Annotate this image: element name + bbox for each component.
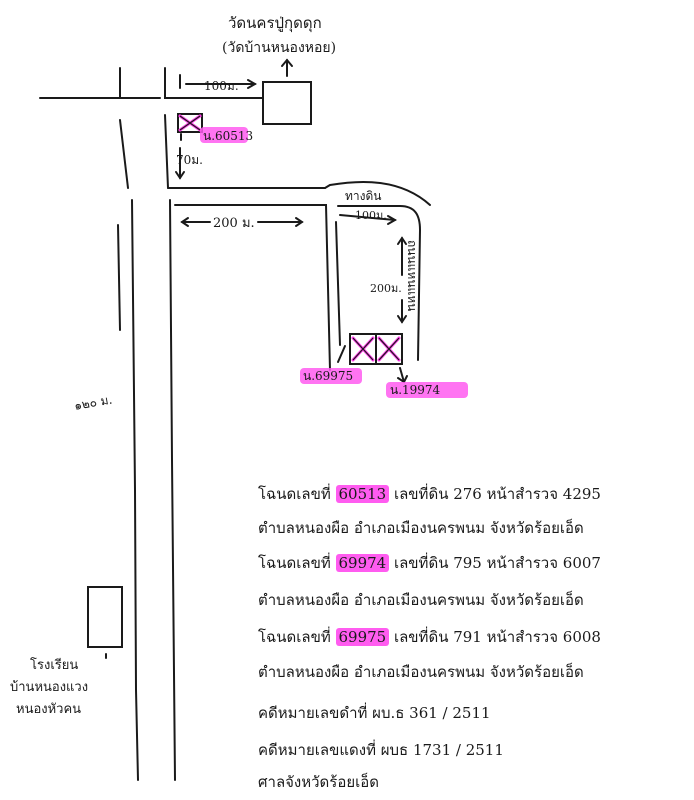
school-name: โรงเรียน บ้านหนองแวง หนองหัวคน: [10, 655, 88, 721]
note-row-6: ตำบลหนองผือ อำเภอเมืองนครพนม จังหวัดร้อย…: [258, 663, 584, 681]
parcel-2-label: น.69975: [303, 369, 353, 383]
note-row-3: โฉนดเลขที่ 69974 เลขที่ดิน 795 หน้าสำรวจ…: [258, 554, 601, 572]
road-edge: [164, 114, 169, 189]
distance-100-right: 100ม.: [355, 209, 387, 222]
note-row-5: โฉนดเลขที่ 69975 เลขที่ดิน 791 หน้าสำรวจ…: [258, 628, 601, 646]
right-road-label: ถนนแหนแหน: [405, 240, 419, 311]
deed-number-69974: 69974: [335, 554, 390, 572]
distance-100-top: 100ม.: [204, 79, 239, 93]
road-edge: [324, 180, 431, 206]
arrow-200v-down-head: [397, 315, 407, 324]
deed-number-60513: 60513: [335, 485, 390, 503]
road-edge: [39, 67, 121, 99]
note-row-1: โฉนดเลขที่ 60513 เลขที่ดิน 276 หน้าสำรวจ…: [258, 485, 601, 503]
arrow-100r: [339, 214, 396, 221]
note-row-9: ศาลจังหวัดร้อยเอ็ด: [258, 773, 380, 791]
main-road-label: ๑๒๐ ม.: [73, 393, 113, 413]
distance-200-vertical: 200ม.: [370, 282, 402, 295]
parcel-1-highlight: [200, 127, 248, 143]
parcel-3-highlight: [386, 382, 468, 398]
note-row-4: ตำบลหนองผือ อำเภอเมืองนครพนม จังหวัดร้อย…: [258, 591, 584, 609]
arrow-200-right-head: [295, 217, 304, 227]
parcel-3-box: [375, 333, 403, 365]
school-building: [87, 586, 123, 648]
arrow-p2: [337, 345, 346, 363]
temple-arrow-head: [281, 58, 293, 67]
temple-name: วัดนครปู่กุดดุก: [228, 14, 322, 33]
arrow-p3: [399, 367, 405, 383]
school-line-3: หนองหัวคน: [16, 702, 82, 717]
road-edge: [337, 205, 422, 361]
parcel-3-label: น.19974: [390, 383, 441, 397]
main-road-left: [131, 199, 139, 781]
note-row-7: คดีหมายเลขดำที่ ผบ.ธ 361 / 2511: [258, 704, 491, 722]
arrow: [247, 79, 258, 89]
road-edge: [119, 119, 129, 189]
school-line-1: โรงเรียน: [30, 658, 79, 673]
arrow-200v-up-head: [397, 236, 407, 245]
parcel-1-box: [177, 113, 203, 133]
road-edge: [117, 224, 121, 331]
road-edge: [174, 204, 331, 371]
road-edge: [335, 221, 341, 346]
main-road-right: [169, 199, 176, 781]
dirt-road-label: ทางดิน: [345, 189, 382, 203]
parcel-2-highlight: [300, 368, 362, 384]
temple-alt-name: (วัดบ้านหนองหอย): [222, 40, 336, 56]
deed-number-69975: 69975: [335, 628, 390, 646]
note-row-2: ตำบลหนองผือ อำเภอเมืองนครพนม จังหวัดร้อย…: [258, 519, 584, 537]
parcel-1-label: น.60513: [203, 129, 253, 143]
temple-building: [262, 81, 312, 125]
distance-70: 70ม.: [176, 153, 203, 167]
school-line-2: บ้านหนองแวง: [10, 680, 89, 695]
arrow-200-left-head: [180, 217, 189, 227]
note-row-8: คดีหมายเลขแดงที่ ผบธ 1731 / 2511: [258, 741, 504, 759]
distance-200: 200 ม.: [213, 216, 255, 231]
arrow-100r-head: [387, 215, 398, 225]
arrow-70-head: [175, 171, 185, 180]
road-edge: [164, 67, 263, 99]
